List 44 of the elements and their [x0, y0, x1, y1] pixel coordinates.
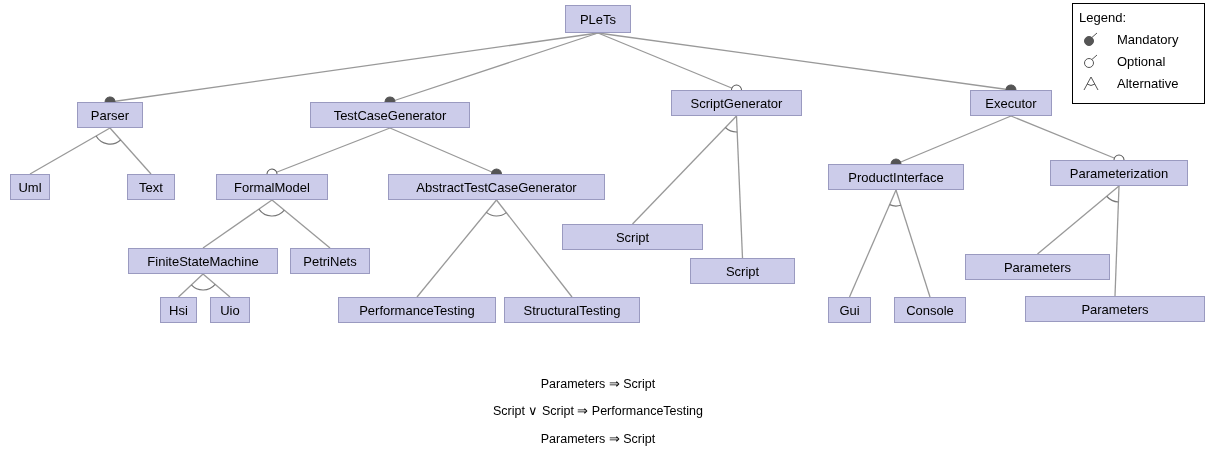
feature-box: FiniteStateMachine [128, 248, 278, 274]
feature-box: Console [894, 297, 966, 323]
feature-box: PLeTs [565, 5, 631, 33]
feature-box: PerformanceTesting [338, 297, 496, 323]
feature-box: FormalModel [216, 174, 328, 200]
feature-box: StructuralTesting [504, 297, 640, 323]
feature-box: PetriNets [290, 248, 370, 274]
connector [735, 115, 744, 259]
connector [631, 115, 738, 225]
connector [1036, 185, 1120, 255]
constraint-text: Parameters ⇒ Script [539, 431, 657, 446]
connector [202, 199, 273, 249]
connector [109, 127, 152, 175]
feature-box: Parameters [1025, 296, 1205, 322]
feature-box: Uio [210, 297, 250, 323]
connector [848, 189, 897, 298]
connector [416, 199, 498, 298]
connector [271, 199, 331, 249]
feature-box: Parser [77, 102, 143, 128]
feature-box: Hsi [160, 297, 197, 323]
feature-box: Parameters [965, 254, 1110, 280]
feature-box: Parameterization [1050, 160, 1188, 186]
legend-label: Alternative [1117, 76, 1179, 91]
connector [177, 273, 204, 298]
feature-box: ProductInterface [828, 164, 964, 190]
connector [29, 127, 111, 175]
legend-label: Mandatory [1117, 32, 1179, 47]
feature-box: Executor [970, 90, 1052, 116]
feature-box: Gui [828, 297, 871, 323]
feature-box: Uml [10, 174, 50, 200]
connector [202, 273, 231, 298]
feature-box: Script [562, 224, 703, 250]
feature-box: TestCaseGenerator [310, 102, 470, 128]
feature-box: ScriptGenerator [671, 90, 802, 116]
feature-box: AbstractTestCaseGenerator [388, 174, 605, 200]
legend-title: Legend: [1079, 10, 1126, 25]
feature-box: Text [127, 174, 175, 200]
legend-label: Optional [1117, 54, 1166, 69]
connector [1114, 185, 1120, 297]
connector [495, 199, 573, 298]
constraint-text: Script ∨ Script ⇒ PerformanceTesting [492, 403, 704, 418]
constraint-text: Parameters ⇒ Script [539, 376, 657, 391]
feature-box: Script [690, 258, 795, 284]
connector [895, 189, 931, 298]
